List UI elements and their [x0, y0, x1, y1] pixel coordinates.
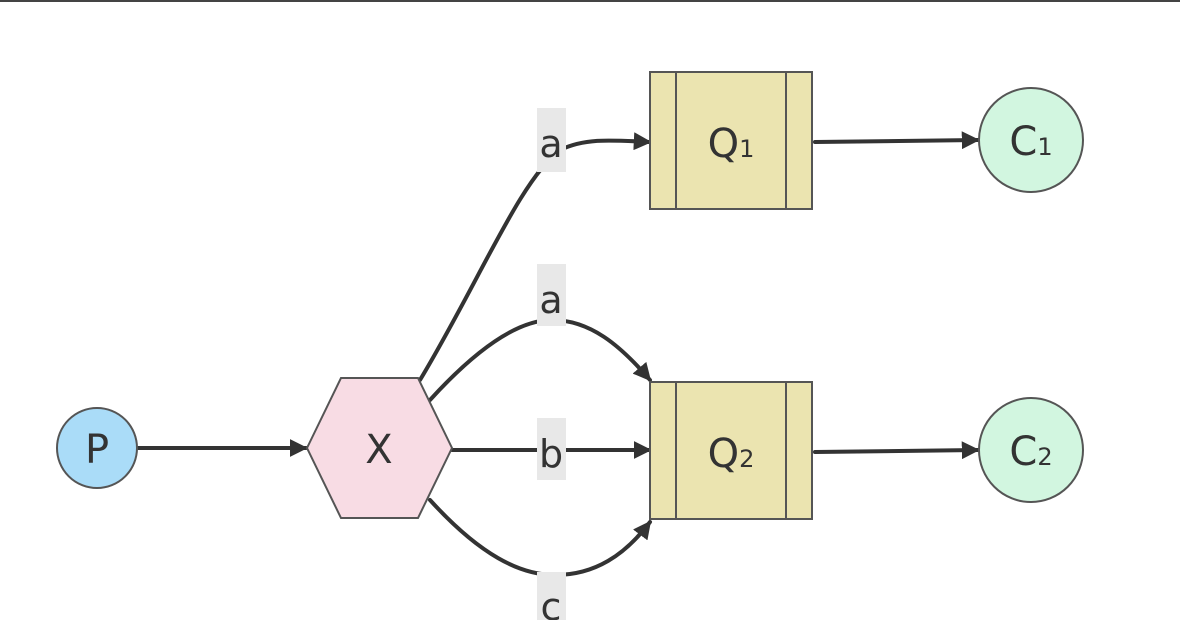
consumer1-subscript: 1 — [1037, 133, 1052, 161]
queue2-label: Q2 — [708, 431, 755, 477]
edge-x-q2-c — [428, 498, 652, 578]
queue1-label: Q1 — [708, 121, 755, 167]
edge-label-text: a — [539, 122, 562, 166]
top-border — [0, 0, 1180, 2]
queue1-subscript: 1 — [739, 135, 754, 163]
producer-node: P — [56, 407, 138, 489]
consumer1-letter: C — [1009, 119, 1037, 165]
queue2-node: Q2 — [649, 381, 813, 520]
consumer2-subscript: 2 — [1037, 443, 1052, 471]
edge-label-b: b — [537, 418, 566, 480]
edge-q2-c2 — [813, 441, 980, 460]
edge-label-text: a — [539, 278, 562, 322]
consumer2-letter: C — [1009, 429, 1037, 475]
exchange-node: X — [305, 377, 454, 519]
edge-label-text: c — [541, 585, 562, 620]
queue1-letter: Q — [708, 121, 739, 167]
edge-label-c: c — [537, 572, 566, 620]
consumer1-label: C1 — [1009, 119, 1052, 165]
consumer2-label: C2 — [1009, 429, 1052, 475]
consumer2-node: C2 — [978, 397, 1084, 503]
consumer1-node: C1 — [978, 87, 1084, 193]
edge-q1-c1 — [813, 131, 980, 150]
queue2-subscript: 2 — [739, 445, 754, 473]
edge-x-q2-a — [428, 317, 652, 402]
edge-label-a-top: a — [537, 108, 566, 172]
queue1-node: Q1 — [649, 71, 813, 210]
queue2-letter: Q — [708, 431, 739, 477]
edge-label-text: b — [539, 432, 563, 476]
producer-label: P — [85, 427, 109, 473]
exchange-label: X — [365, 427, 392, 473]
edges — [136, 131, 980, 578]
edge-label-a-middle: a — [537, 264, 566, 326]
